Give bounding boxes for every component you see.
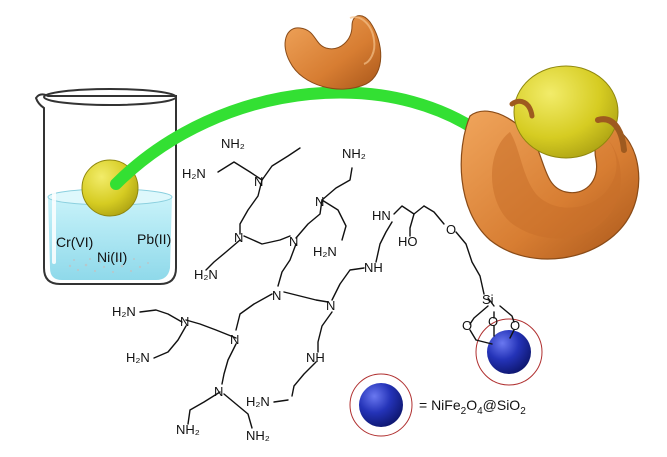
sediment — [68, 258, 149, 274]
label-si: Si — [482, 292, 494, 307]
label-h2n-mid: H₂N — [313, 244, 337, 259]
label-hn: HN — [372, 208, 391, 223]
dendrimer-structure: NH₂ H₂N N NH₂ N N N H₂N H₂N N H₂N N N H₂… — [112, 136, 520, 443]
label-h2n-left3: H₂N — [126, 350, 150, 365]
label-nh-lower: NH — [306, 350, 325, 365]
transfer-arrow — [110, 86, 506, 190]
sorbent-adsorbed — [513, 65, 619, 159]
label-o-2: O — [488, 314, 498, 329]
label-h2n-left2: H₂N — [112, 304, 136, 319]
label-h2n-top: H₂N — [182, 166, 206, 181]
label-n-4: N — [272, 288, 281, 303]
label-n-3: N — [289, 234, 298, 249]
label-h2n-left1: H₂N — [194, 267, 218, 282]
ion-label-cr: Cr(VI) — [56, 234, 93, 250]
label-o-1: O — [462, 318, 472, 333]
beaker-liquid — [48, 196, 172, 280]
ion-label-pb: Pb(II) — [137, 231, 171, 247]
legend-text: = NiFe2O4@SiO2 — [419, 397, 526, 417]
support-nanoparticle-core — [487, 330, 531, 374]
legend-nanoparticle-core — [359, 383, 403, 427]
bean-large-front — [492, 132, 621, 239]
label-n-1: N — [254, 174, 263, 189]
label-nh2-bottom2: NH₂ — [246, 428, 270, 443]
bond-network — [139, 147, 515, 429]
label-n-5: N — [180, 314, 189, 329]
label-nh2-top: NH₂ — [221, 136, 245, 151]
ion-label-ni: Ni(II) — [97, 249, 127, 265]
label-n-8: N — [214, 384, 223, 399]
bean-with-sorbent — [460, 65, 640, 260]
label-h2n-bottom: H₂N — [246, 394, 270, 409]
label-o-3: O — [510, 318, 520, 333]
label-o-ether: O — [446, 222, 456, 237]
beaker-rim — [43, 88, 177, 106]
label-nh2-bottom1: NH₂ — [176, 422, 200, 437]
label-nh2-right: NH₂ — [342, 146, 366, 161]
label-nh-upper: NH — [364, 260, 383, 275]
bean-small — [284, 15, 382, 90]
label-n-6: N — [230, 332, 239, 347]
label-ho: HO — [398, 234, 418, 249]
label-n-branch: N — [315, 194, 324, 209]
beaker: Cr(VI) Ni(II) Pb(II) — [34, 88, 177, 285]
label-n-2: N — [234, 230, 243, 245]
label-n-7: N — [326, 298, 335, 313]
